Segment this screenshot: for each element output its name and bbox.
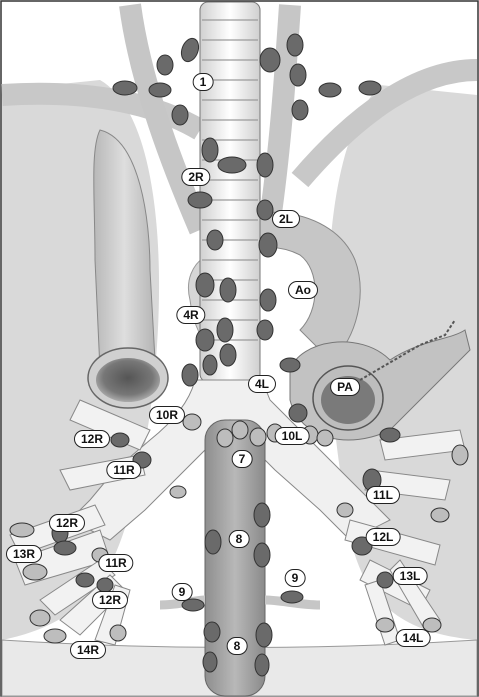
- label-station-14l: 14L: [396, 629, 431, 647]
- label-station-2r: 2R: [181, 168, 210, 186]
- label-station-13r: 13R: [6, 545, 42, 563]
- label-station-11l: 11L: [366, 486, 400, 504]
- label-aorta: Ao: [288, 281, 318, 299]
- label-station-10r: 10R: [149, 406, 185, 424]
- label-station-12r-lower: 12R: [49, 514, 85, 532]
- label-station-12l: 12L: [366, 528, 401, 546]
- label-station-9-left: 9: [285, 569, 306, 587]
- label-station-4l: 4L: [248, 375, 276, 393]
- label-station-9-right: 9: [172, 583, 193, 601]
- label-station-12r-bottom: 12R: [92, 591, 128, 609]
- label-station-7: 7: [232, 450, 253, 468]
- label-station-14r: 14R: [70, 641, 106, 659]
- label-station-10l: 10L: [275, 427, 310, 445]
- label-station-1: 1: [193, 73, 214, 91]
- label-station-13l: 13L: [393, 567, 428, 585]
- label-station-4r: 4R: [176, 306, 205, 324]
- label-pulmonary-artery: PA: [330, 378, 360, 396]
- label-station-8-lower: 8: [227, 637, 248, 655]
- svc-lumen: [96, 358, 160, 402]
- label-station-12r-upper: 12R: [74, 430, 110, 448]
- label-station-2l: 2L: [272, 210, 300, 228]
- label-station-11r-lower: 11R: [98, 554, 133, 572]
- label-station-11r-upper: 11R: [106, 461, 141, 479]
- label-station-8-upper: 8: [229, 530, 250, 548]
